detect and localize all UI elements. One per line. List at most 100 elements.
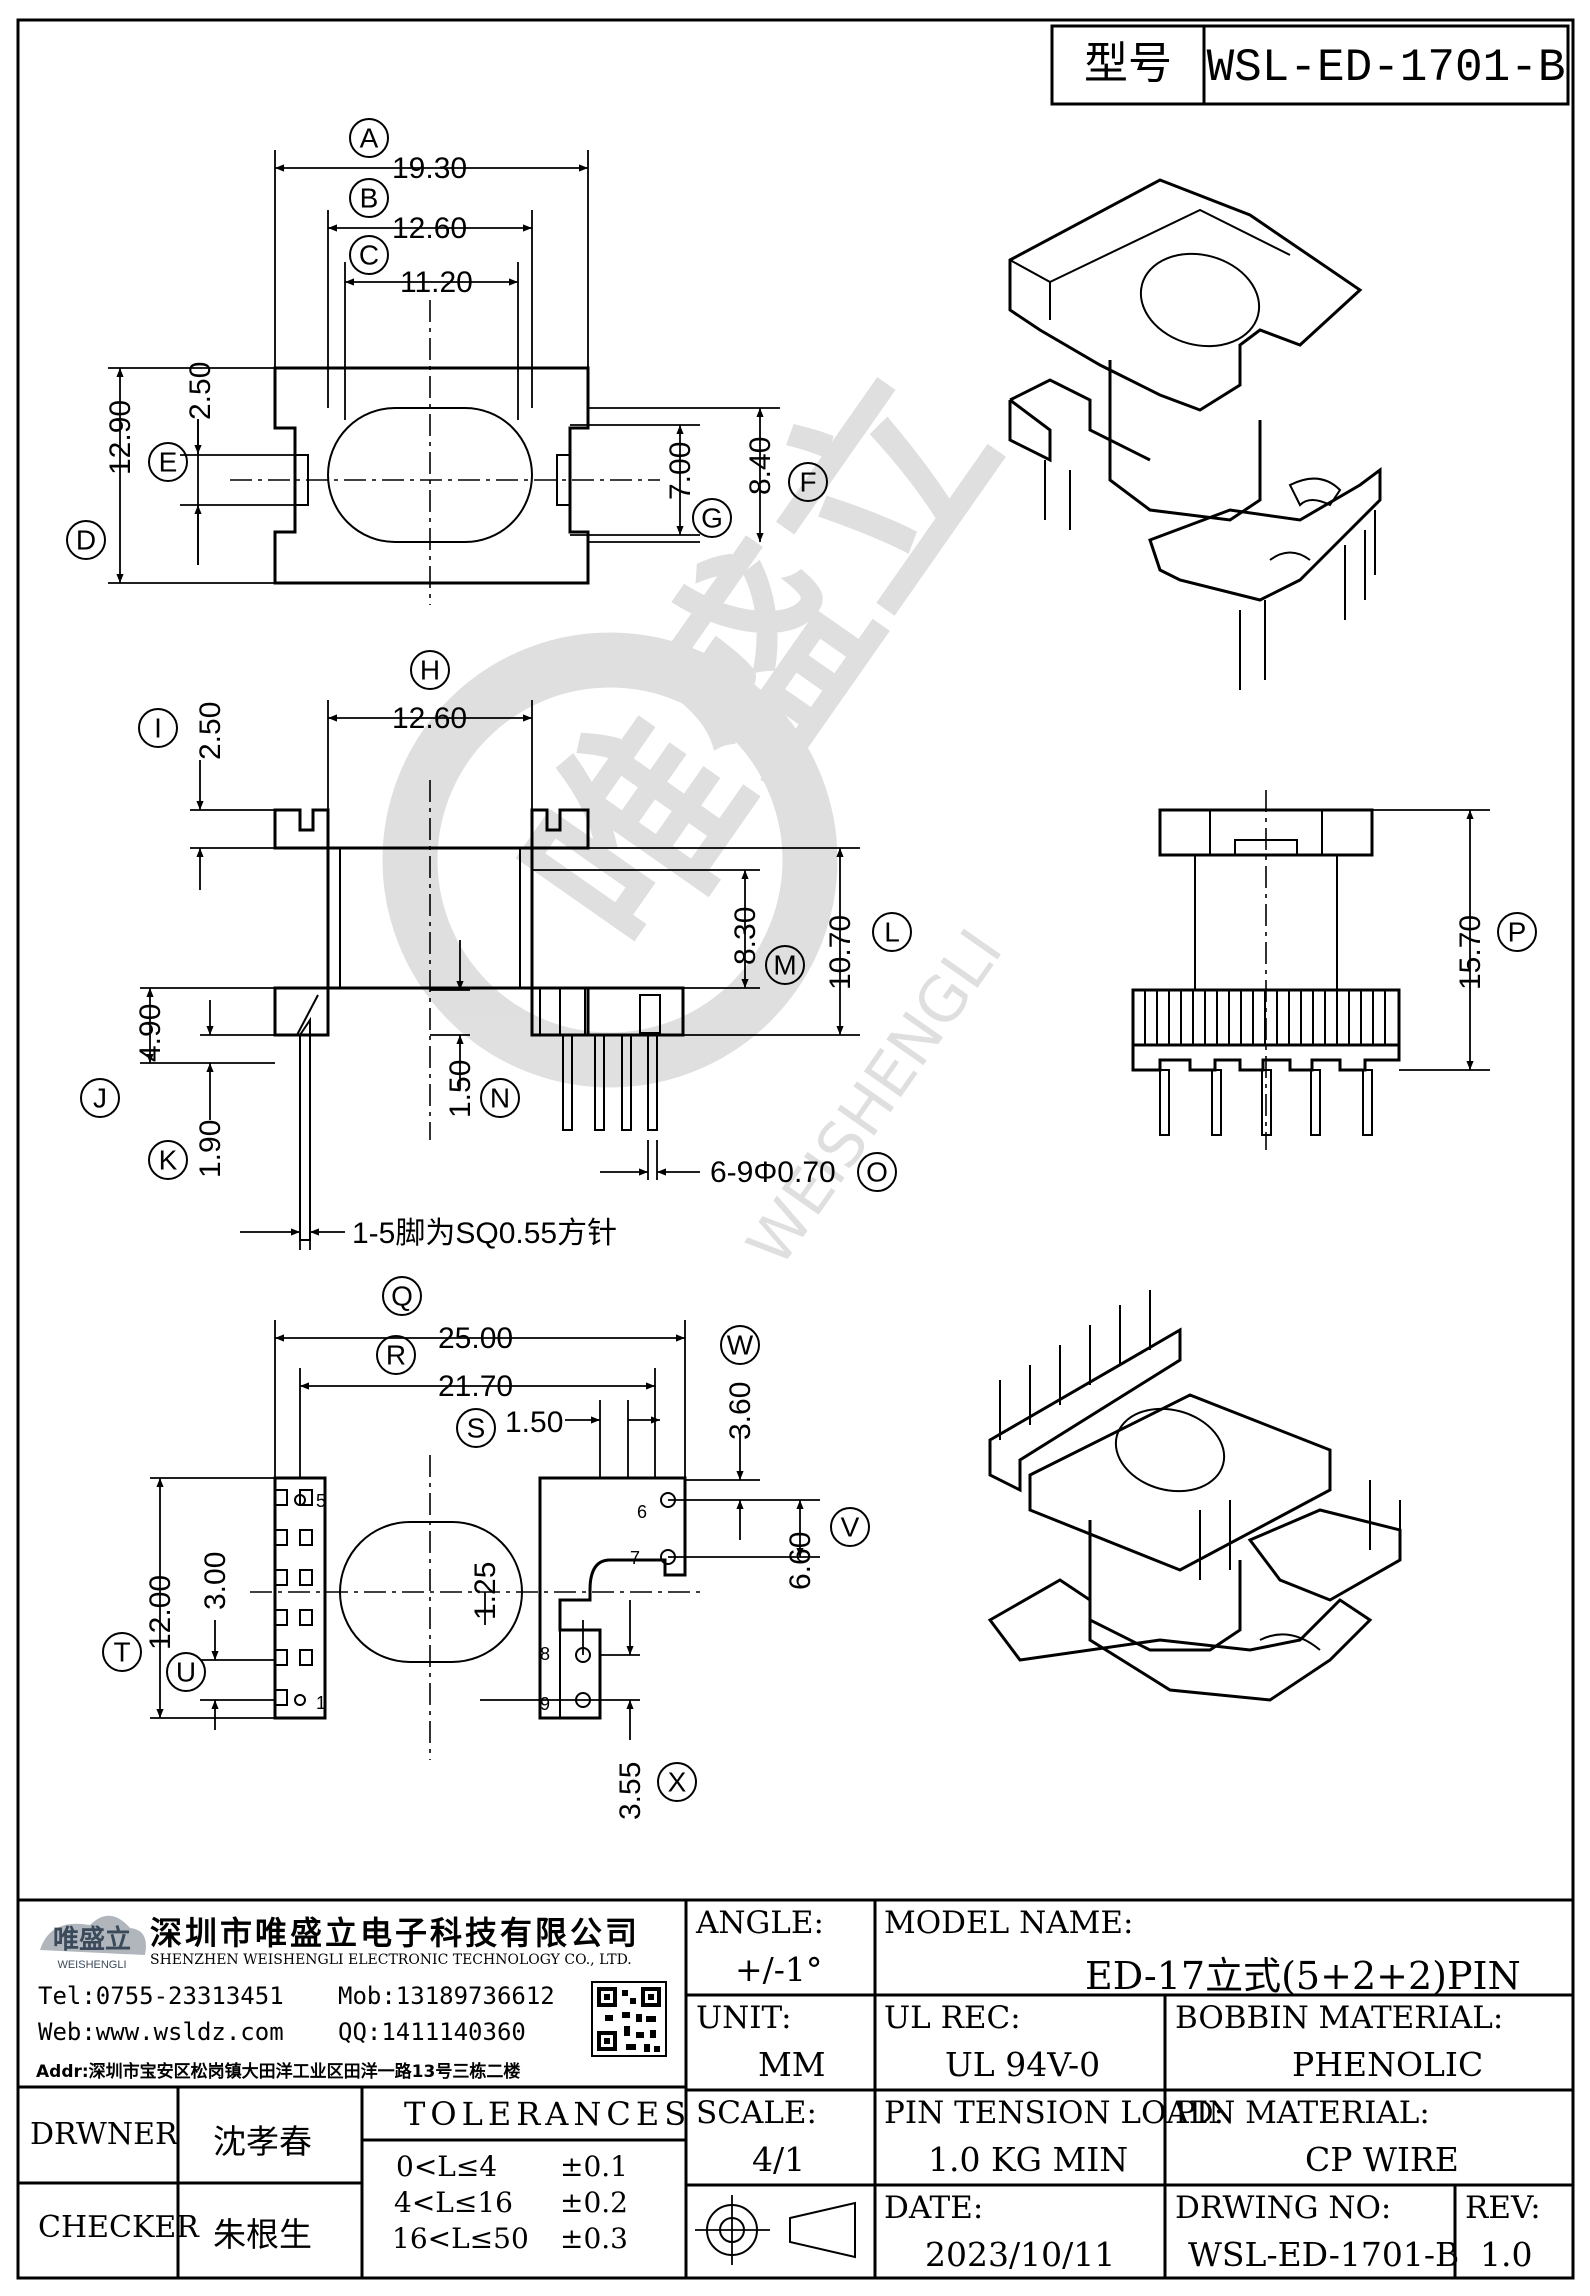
drawer-label: DRWNER: [30, 2117, 178, 2152]
dim-I: 2.50: [194, 702, 227, 760]
ul-value: UL 94V-0: [945, 2045, 1101, 2084]
bobbin-value: PHENOLIC: [1292, 2045, 1484, 2084]
side-view: [140, 700, 860, 1250]
model-number: WSL-ED-1701-B: [1207, 42, 1566, 94]
dim-T: 12.00: [144, 1575, 177, 1650]
balloon-W: W: [727, 1330, 754, 1361]
dim-V: 6.60: [784, 1532, 817, 1590]
company-tel: Tel:0755-23313451: [38, 1982, 284, 2010]
dim-B: 12.60: [392, 212, 467, 245]
dim-L: 10.70: [824, 915, 857, 990]
pin-label-1: 1: [316, 1693, 326, 1713]
balloon-B: B: [360, 183, 379, 214]
balloon-H: H: [420, 655, 440, 686]
title-block: 唯盛立 WEISHENGLI: [18, 1898, 1573, 2278]
dim-N: 1.50: [444, 1060, 477, 1118]
dim-U: 3.00: [199, 1552, 232, 1610]
balloon-J: J: [93, 1083, 107, 1114]
balloon-P: P: [1508, 917, 1527, 948]
dim-P: 15.70: [1454, 915, 1487, 990]
pin-note: 1-5脚为SQ0.55方针: [352, 1217, 617, 1250]
balloon-U: U: [176, 1657, 196, 1688]
rev-value: 1.0: [1480, 2235, 1533, 2274]
pin-material-label: PIN MATERIAL:: [1175, 2095, 1430, 2131]
front-view: [1131, 790, 1490, 1150]
tol-value-2: ±0.2: [560, 2186, 628, 2219]
dimension-texts: 19.30 12.60 11.20 12.90 2.50 8.40 7.00 1…: [104, 152, 1487, 1820]
watermark: 唯盛立 WEISHENGLI: [382, 332, 1042, 1279]
dim-H: 12.60: [392, 702, 467, 735]
balloon-F: F: [799, 467, 816, 498]
logo-cn: 唯盛立: [53, 1924, 131, 1955]
company-mob: Mob:13189736612: [338, 1982, 555, 2010]
pin-label-9: 9: [540, 1694, 550, 1714]
dim-S: 1.50: [505, 1406, 563, 1439]
tol-range-3: 16<L≤50: [392, 2222, 529, 2255]
balloon-V: V: [841, 1512, 860, 1543]
ul-label: UL REC:: [884, 2000, 1021, 2036]
balloon-A: A: [360, 123, 379, 154]
model-label: 型号: [1084, 38, 1172, 89]
dim-F: 8.40: [744, 437, 777, 495]
pin-label-8: 8: [540, 1644, 550, 1664]
company-web: Web:www.wsldz.com: [38, 2018, 284, 2046]
unit-value: MM: [758, 2045, 826, 2084]
scale-label: SCALE:: [696, 2095, 818, 2131]
dim-R: 21.70: [438, 1370, 513, 1403]
angle-value: +/-1°: [735, 1950, 823, 1989]
balloon-I: I: [154, 713, 162, 744]
unit-label: UNIT:: [696, 2000, 792, 2036]
iso-view-top: [1008, 178, 1382, 690]
dim-M: 8.30: [729, 907, 762, 965]
balloon-N: N: [490, 1083, 510, 1114]
company-addr: Addr:深圳市宝安区松岗镇大田洋工业区田洋一路13号三栋二楼: [36, 2062, 521, 2082]
checker-name: 朱根生: [213, 2215, 312, 2254]
balloon-C: C: [359, 240, 379, 271]
balloon-K: K: [159, 1145, 178, 1176]
dim-C: 11.20: [400, 266, 473, 299]
sheet-border: [16, 18, 1575, 2280]
date-value: 2023/10/11: [925, 2235, 1116, 2274]
drwing-label: DRWING NO:: [1175, 2190, 1392, 2226]
tol-range-2: 4<L≤16: [394, 2186, 513, 2219]
drwing-value: WSL-ED-1701-B: [1188, 2235, 1460, 2274]
dim-O: 6-9Φ0.70: [710, 1156, 836, 1189]
dim-J: 4.90: [134, 1004, 167, 1062]
iso-view-bottom: [987, 1290, 1402, 1702]
scale-value: 4/1: [752, 2140, 806, 2179]
pin-label-5: 5: [316, 1491, 326, 1511]
balloon-X: X: [668, 1767, 687, 1798]
date-label: DATE:: [884, 2190, 984, 2226]
logo-en: WEISHENGLI: [57, 1959, 126, 1971]
dim-K: 1.90: [194, 1120, 227, 1178]
company-name-cn: 深圳市唯盛立电子科技有限公司: [150, 1914, 641, 1952]
tolerances-label: TOLERANCES: [404, 2095, 692, 2133]
dim-D: 12.90: [104, 400, 137, 475]
company-logo: 唯盛立 WEISHENGLI: [40, 1915, 146, 1971]
pin-label-6: 6: [637, 1502, 647, 1522]
qr-code: [591, 1981, 667, 2057]
dim-inner: 1.25: [469, 1562, 502, 1620]
model-number-box: 型号 WSL-ED-1701-B: [1050, 24, 1570, 106]
dim-G: 7.00: [664, 442, 697, 500]
balloon-S: S: [467, 1413, 486, 1444]
dim-Q: 25.00: [438, 1322, 513, 1355]
balloon-R: R: [386, 1340, 406, 1371]
drawer-name: 沈孝春: [213, 2122, 312, 2161]
tension-value: 1.0 KG MIN: [928, 2140, 1129, 2179]
checker-label: CHECKER: [38, 2210, 199, 2245]
rev-label: REV:: [1465, 2190, 1541, 2226]
balloon-Q: Q: [391, 1281, 413, 1312]
company-qq: QQ:1411140360: [338, 2018, 526, 2046]
tension-label: PIN TENSION LOAD:: [884, 2095, 1225, 2131]
tol-value-1: ±0.1: [560, 2150, 628, 2183]
pin-label-7: 7: [630, 1548, 640, 1568]
pin-material-value: CP WIRE: [1305, 2140, 1459, 2179]
bottom-view: 5 1 6 7 8 9: [150, 1320, 820, 1760]
balloon-E: E: [159, 447, 178, 478]
company-name-en: SHENZHEN WEISHENGLI ELECTRONIC TECHNOLOG…: [150, 1952, 632, 1968]
tol-range-1: 0<L≤4: [396, 2150, 498, 2183]
balloon-D: D: [76, 525, 96, 556]
top-view: [108, 150, 780, 605]
